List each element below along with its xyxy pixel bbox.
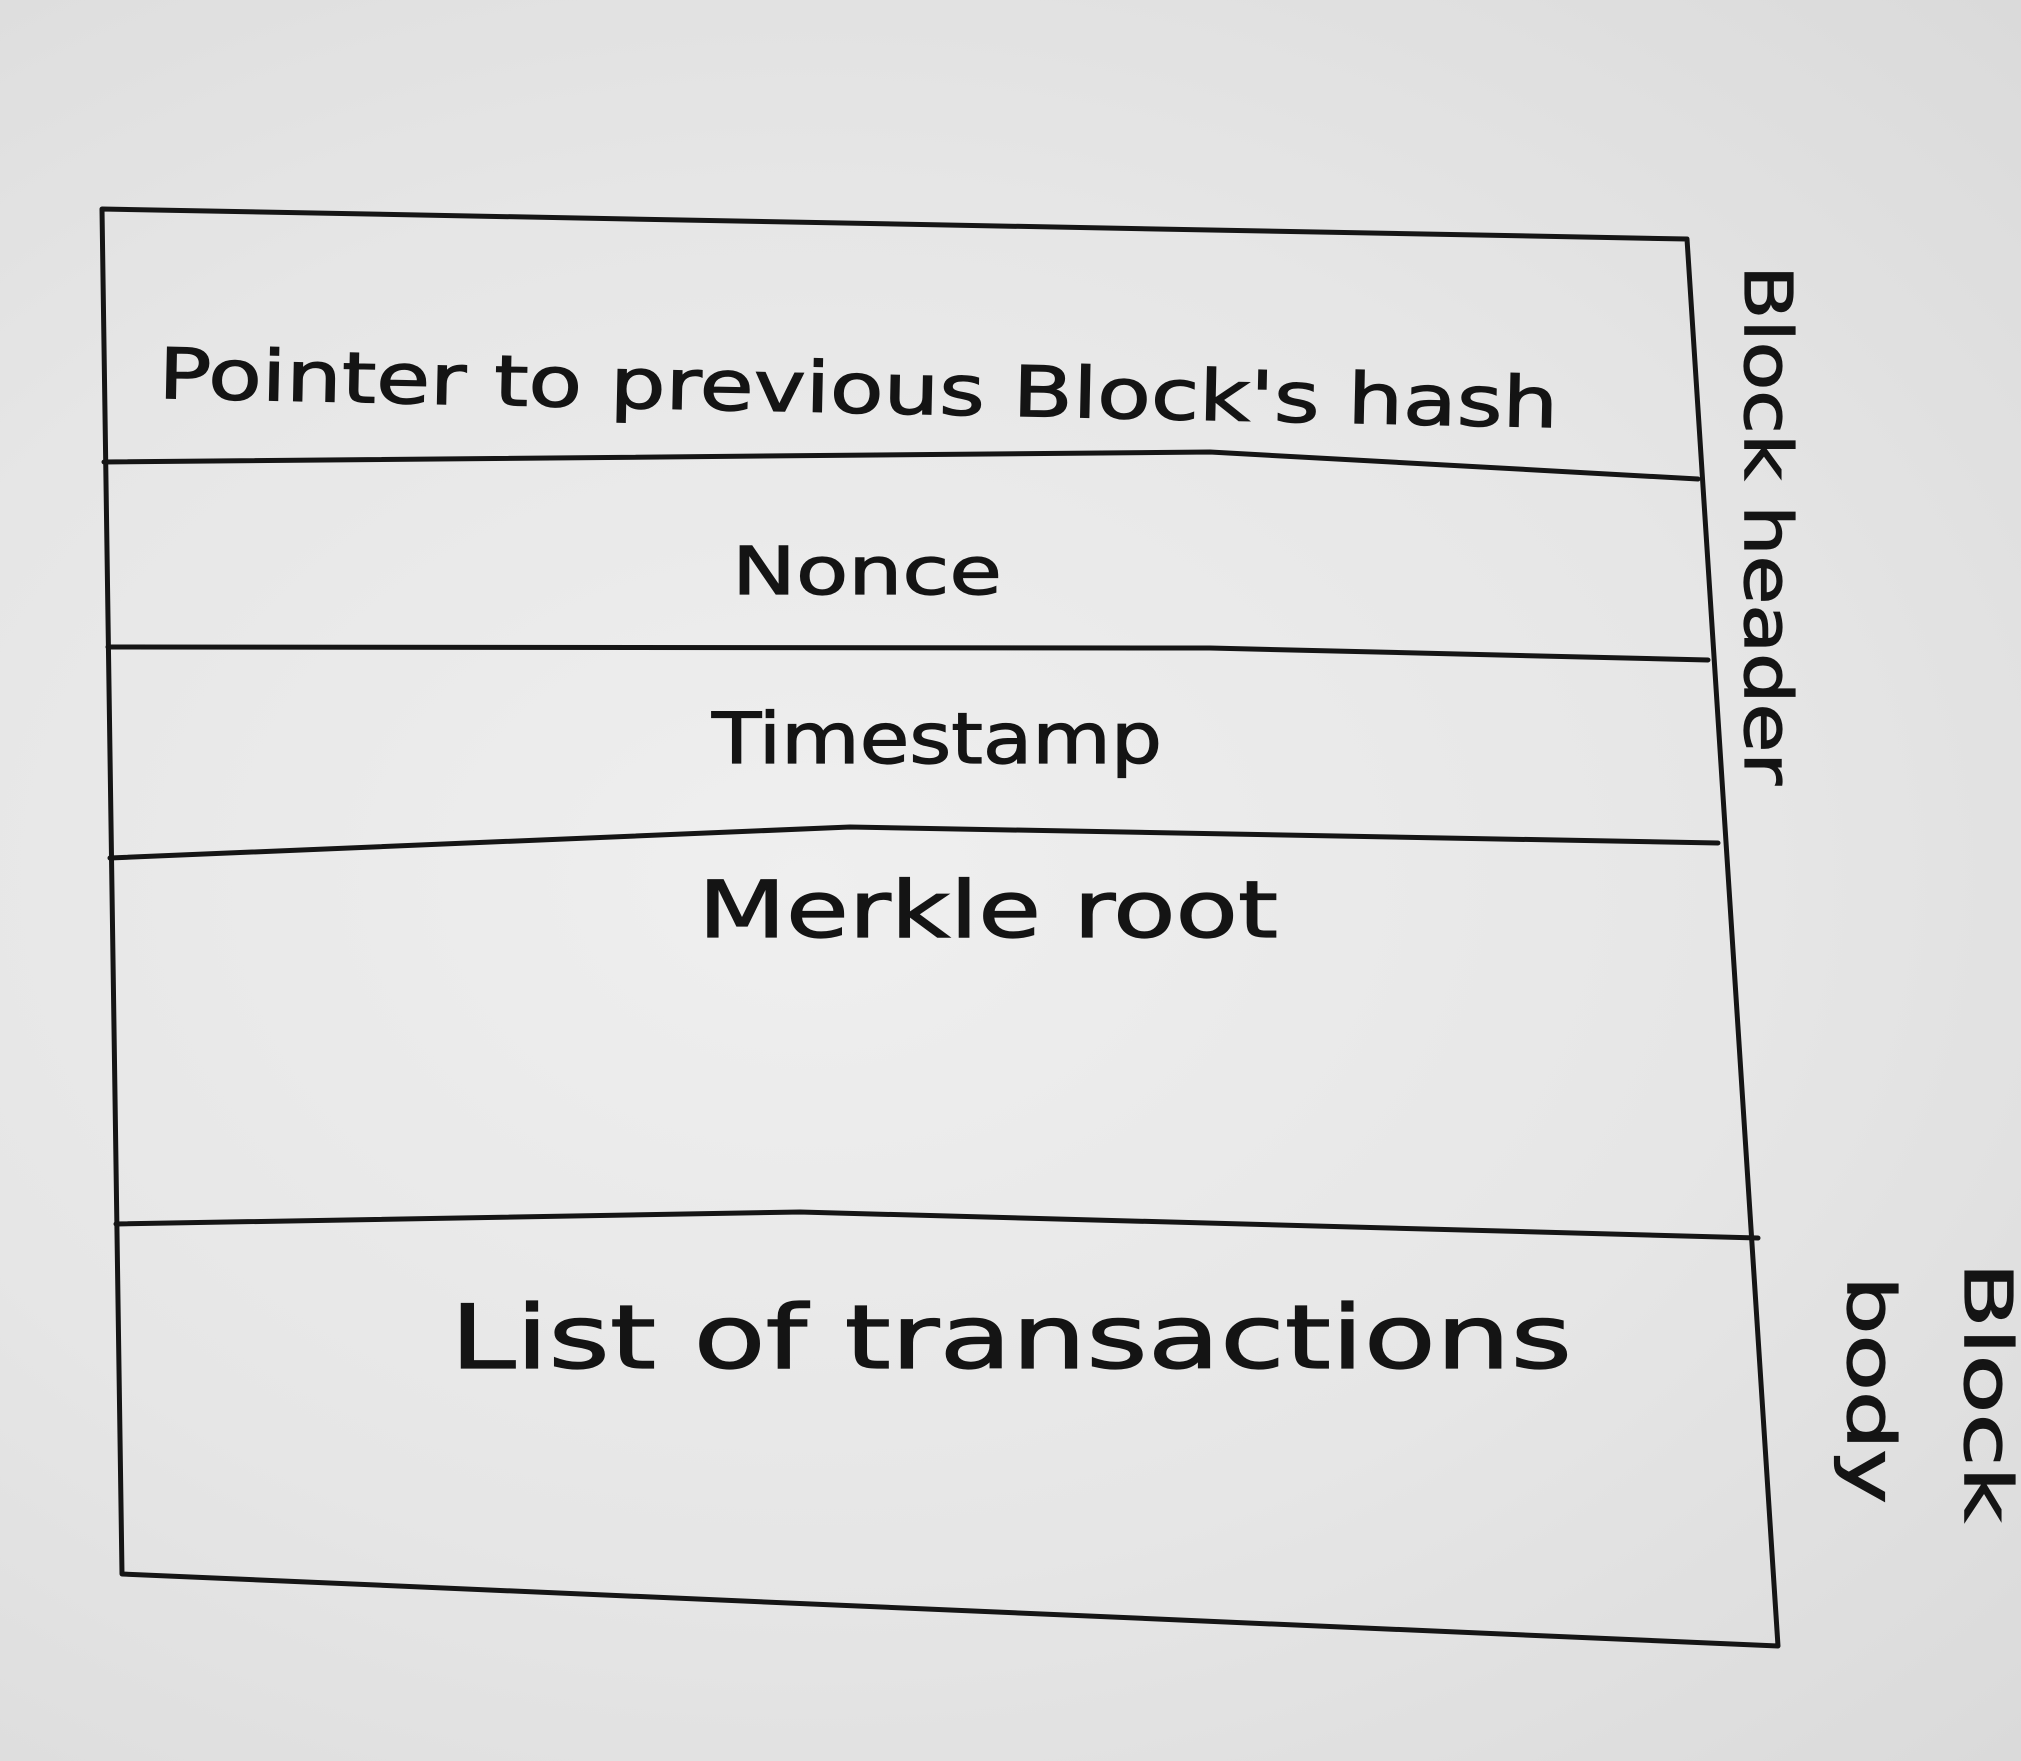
block-outline (99, 206, 1781, 1649)
field-timestamp-label: Timestamp (711, 698, 1162, 780)
field-prev-hash-label: Pointer to previous Block's hash (158, 333, 1559, 444)
divider-header-body (113, 1209, 1761, 1241)
divider-nonce-timestamp (105, 644, 1711, 663)
field-merkle-root-label: Merkle root (698, 866, 1278, 956)
block-header-side-label: Block header (1729, 265, 1806, 786)
block-body-side-label-line2: body (1832, 1276, 1909, 1504)
divider-prev-hash-nonce (101, 449, 1701, 482)
field-nonce-label: Nonce (732, 533, 1002, 610)
field-transactions-label: List of transactions (450, 1286, 1572, 1389)
block-body-side-label-line1: Block (1949, 1262, 2021, 1523)
divider-timestamp-merkle (107, 824, 1721, 861)
